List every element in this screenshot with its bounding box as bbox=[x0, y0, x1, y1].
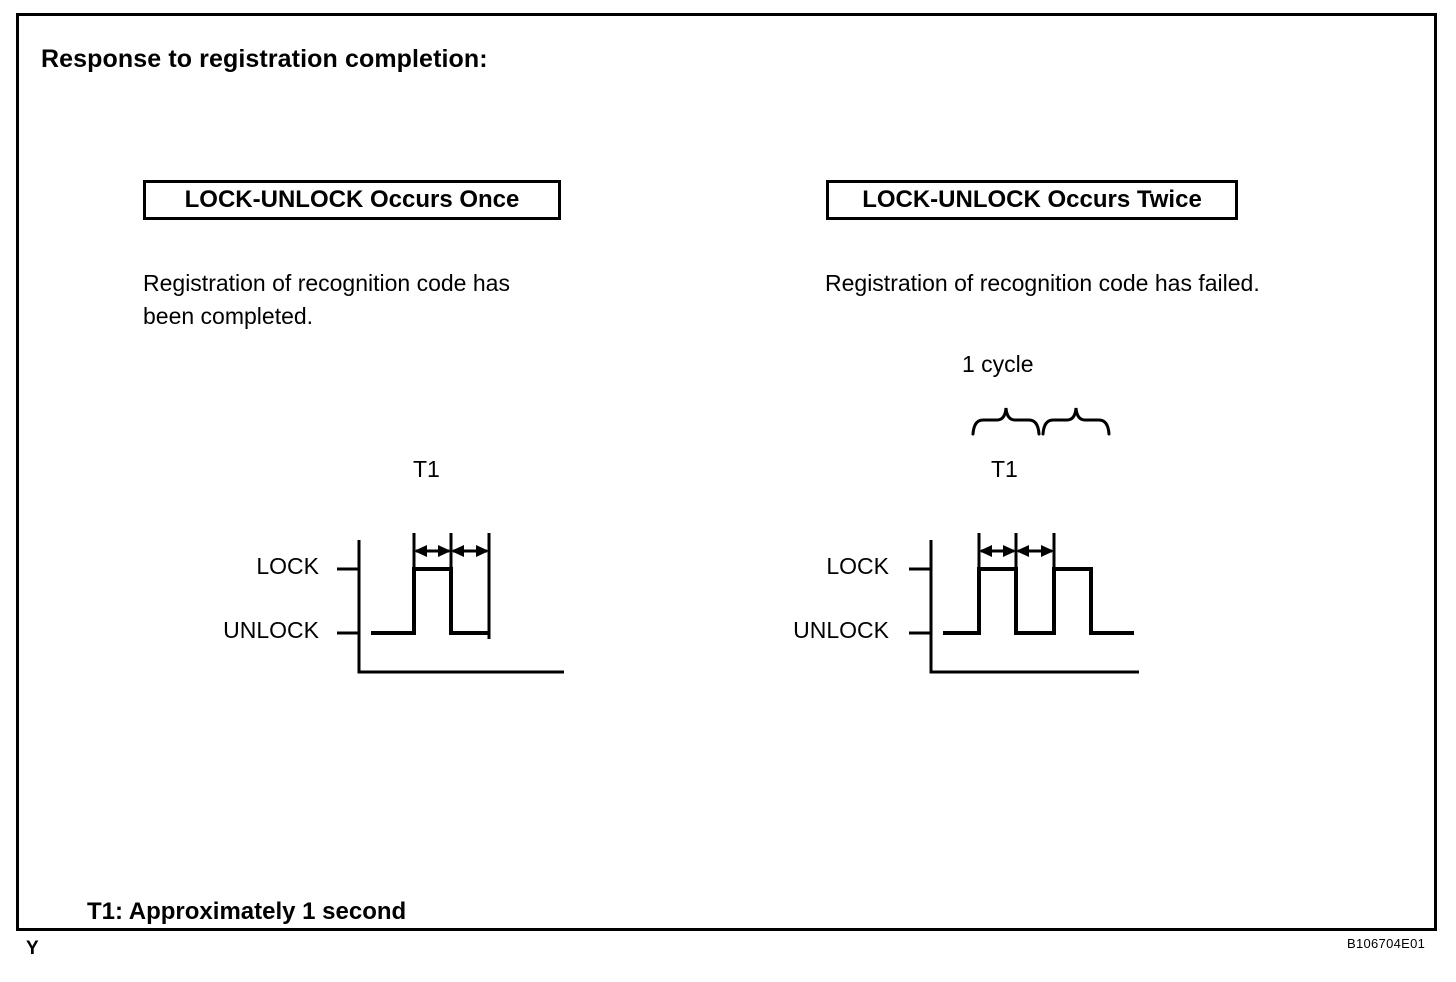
level-label-lock-right: LOCK bbox=[826, 553, 889, 579]
t1-label-left: T1 bbox=[413, 456, 440, 482]
heading-label-occurs-twice: LOCK-UNLOCK Occurs Twice bbox=[862, 186, 1202, 213]
chart-axis-left bbox=[357, 540, 564, 674]
cycle-brace bbox=[971, 407, 1111, 436]
signal-trace-right bbox=[943, 567, 1134, 635]
signal-trace-left bbox=[371, 567, 489, 635]
dimension-arrow-left-2 bbox=[451, 545, 489, 557]
level-label-lock-left: LOCK bbox=[256, 553, 319, 579]
description-occurs-once: Registration of recognition code has bee… bbox=[143, 270, 510, 329]
brace-segment-1 bbox=[971, 407, 1041, 436]
footnote: T1: Approximately 1 second bbox=[87, 898, 407, 925]
timing-chart-occurs-twice bbox=[909, 533, 1139, 674]
brace-segment-2 bbox=[1041, 407, 1111, 436]
cycle-label: 1 cycle bbox=[962, 351, 1034, 377]
heading-label-occurs-once: LOCK-UNLOCK Occurs Once bbox=[184, 186, 520, 213]
page-title: Response to registration completion: bbox=[41, 45, 488, 73]
dimension-arrow-right-2 bbox=[1016, 545, 1054, 557]
chart-axis-right bbox=[929, 540, 1139, 674]
page-marker: Y bbox=[26, 938, 39, 959]
figure-frame: Response to registration completion: LOC… bbox=[16, 13, 1437, 931]
timing-chart-occurs-once bbox=[337, 533, 564, 674]
t1-label-right: T1 bbox=[991, 456, 1018, 482]
heading-box-occurs-once: LOCK-UNLOCK Occurs Once bbox=[143, 180, 561, 220]
reference-code: B106704E01 bbox=[1347, 936, 1426, 951]
description-occurs-twice: Registration of recognition code has fai… bbox=[825, 270, 1260, 296]
dimension-arrow-left-1 bbox=[414, 545, 451, 557]
level-label-unlock-right: UNLOCK bbox=[793, 617, 889, 643]
dimension-arrow-right-1 bbox=[979, 545, 1016, 557]
level-label-unlock-left: UNLOCK bbox=[223, 617, 319, 643]
heading-box-occurs-twice: LOCK-UNLOCK Occurs Twice bbox=[826, 180, 1238, 220]
